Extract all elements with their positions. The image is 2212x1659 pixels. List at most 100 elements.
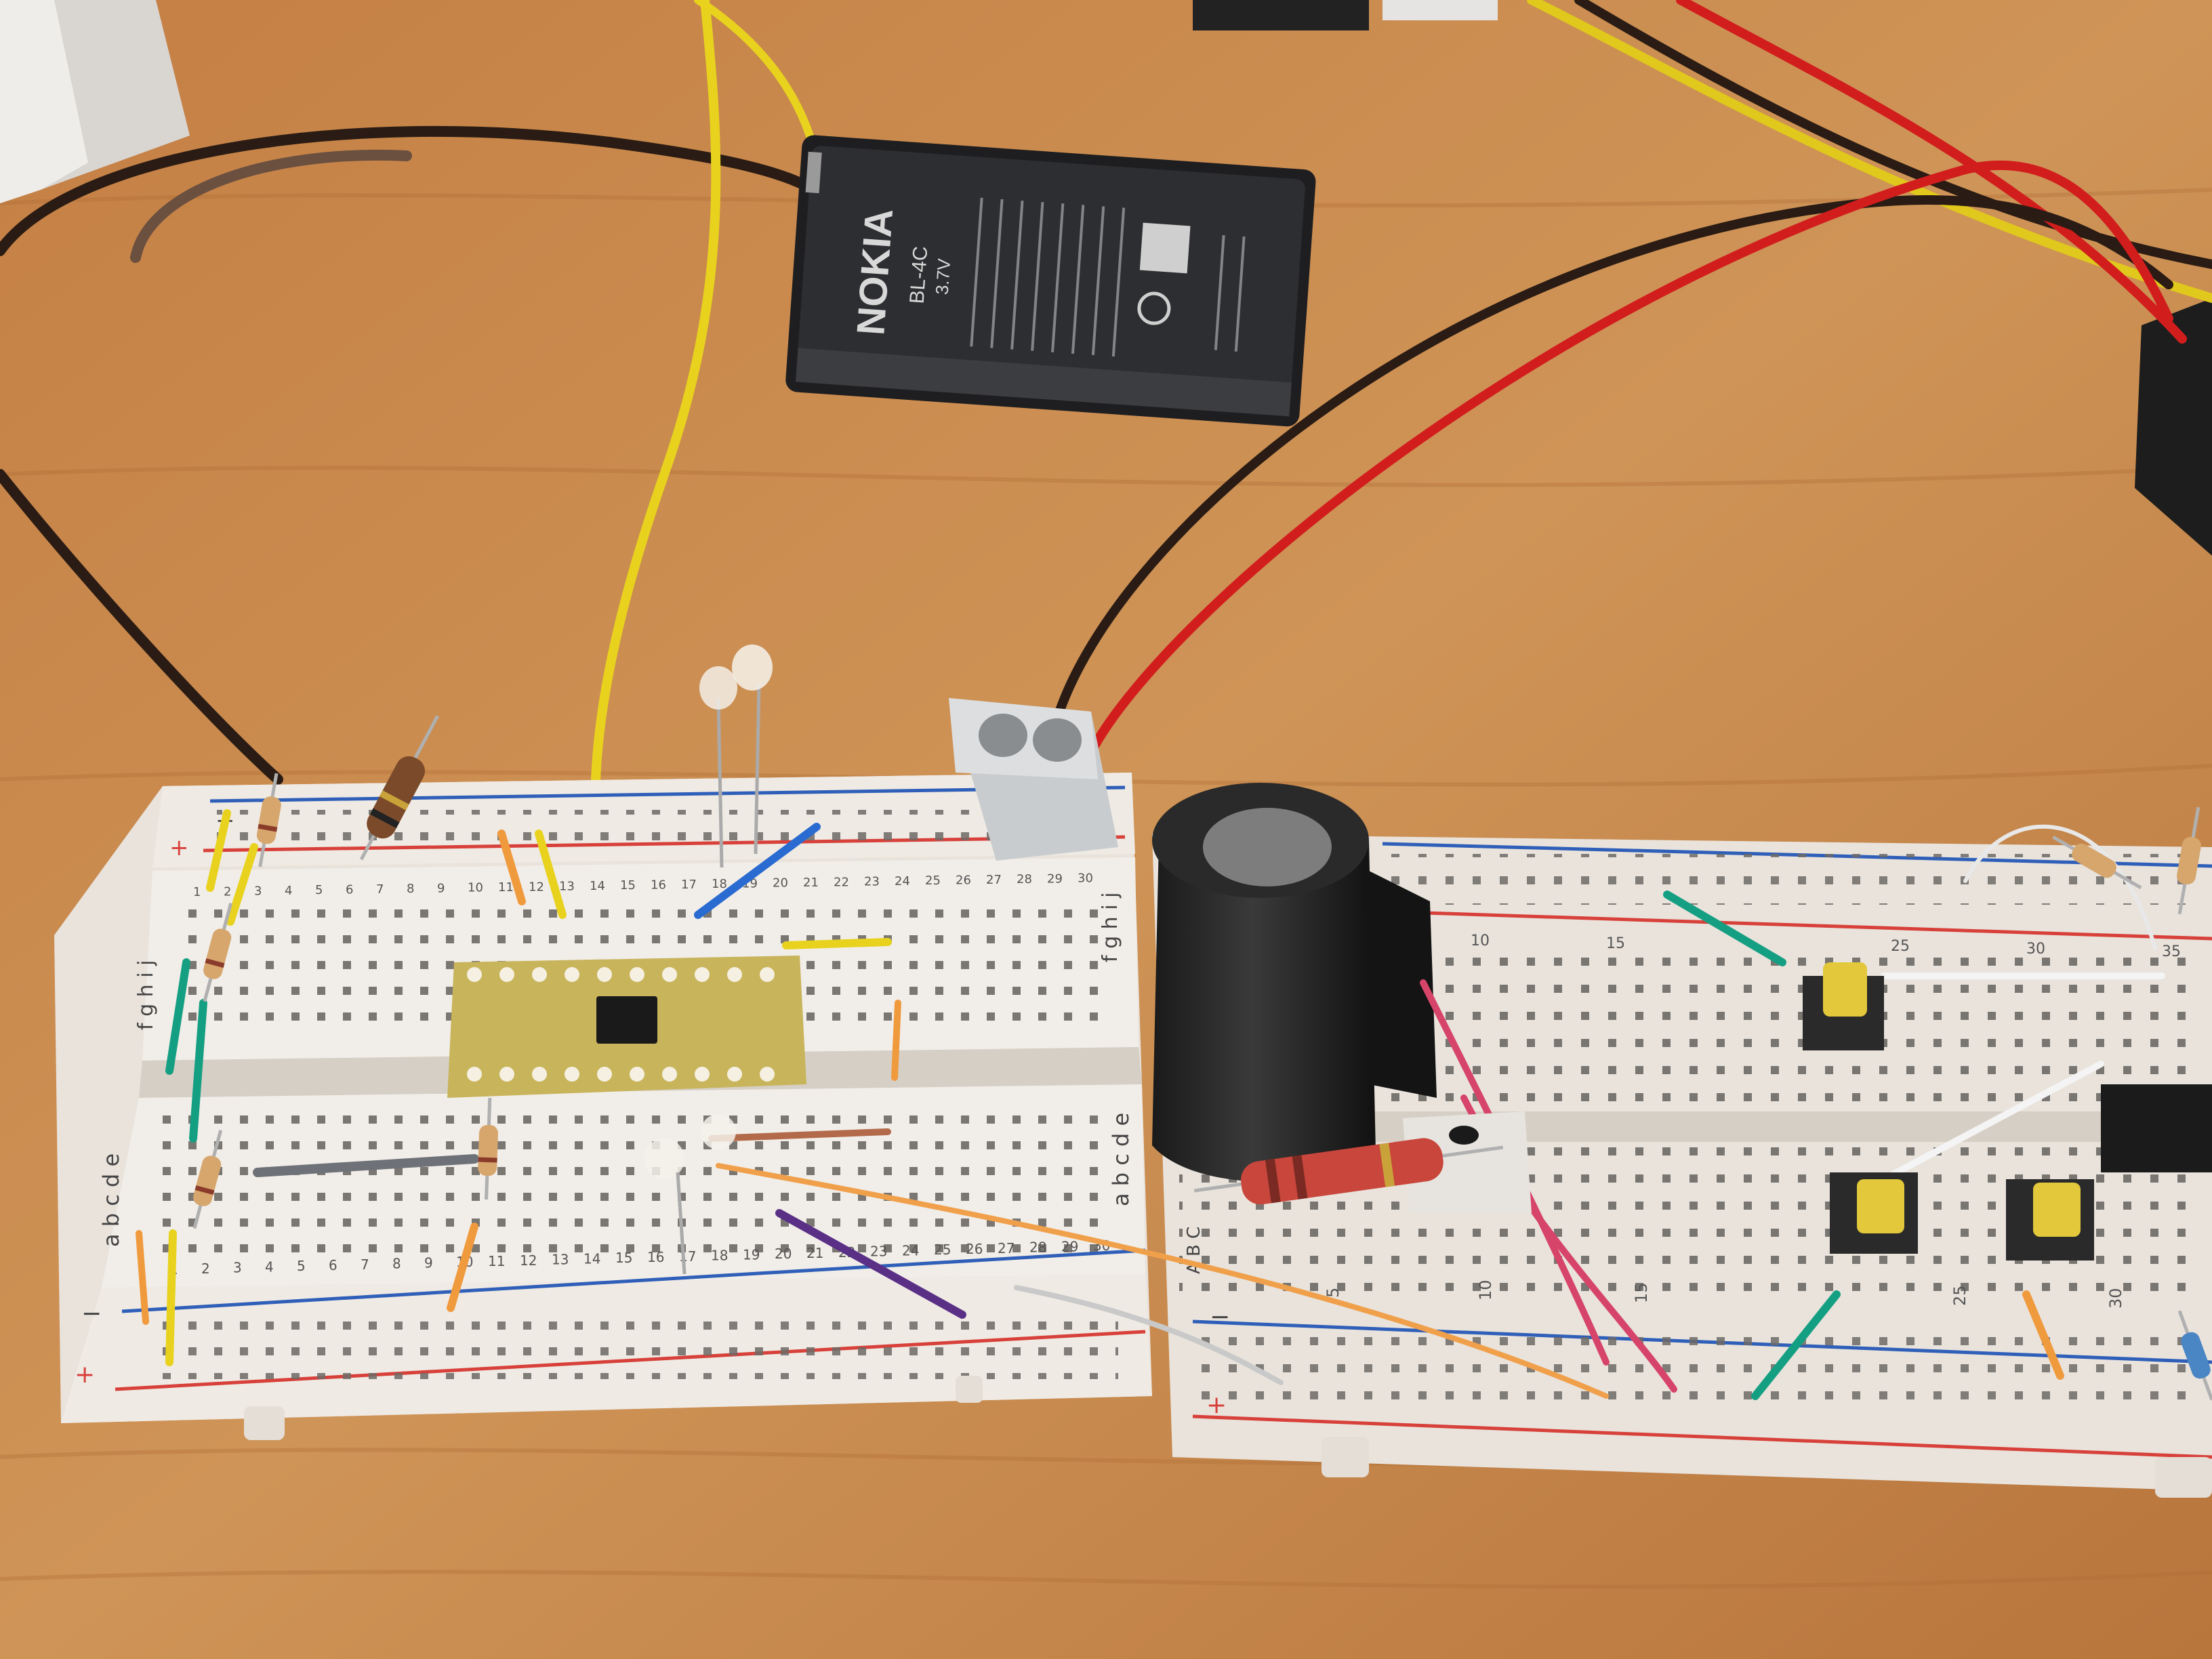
column-number: 12 xyxy=(529,880,544,894)
column-number: 13 xyxy=(552,1252,569,1268)
rail-plus-label-bottom: + xyxy=(75,1361,95,1389)
column-number: 5 xyxy=(297,1258,306,1274)
column-number: 5 xyxy=(1324,1288,1343,1298)
column-number: 27 xyxy=(986,873,1002,887)
column-number: 4 xyxy=(285,884,292,898)
black-wire-left xyxy=(0,469,283,785)
column-number: 14 xyxy=(583,1250,600,1267)
column-number: 35 xyxy=(2162,943,2181,960)
battery-voltage: 3.7V xyxy=(932,258,955,295)
column-number: 9 xyxy=(437,881,445,895)
column-number: 19 xyxy=(743,1246,760,1263)
clear-led xyxy=(644,1114,736,1275)
row-letters-top-left: f g h i j xyxy=(134,960,158,1030)
ic-chip xyxy=(596,996,657,1044)
black-cylinder-component xyxy=(1152,783,1437,1182)
column-number: 21 xyxy=(806,1245,823,1261)
resistor xyxy=(2177,806,2201,915)
pcb-pad xyxy=(630,1067,644,1082)
column-number: 15 xyxy=(615,1250,632,1266)
battery-qr-code xyxy=(1139,222,1191,274)
resistor xyxy=(2052,835,2142,890)
column-number: 17 xyxy=(681,878,697,892)
leds xyxy=(644,644,773,1275)
power-connector-top xyxy=(1193,0,1498,30)
column-number: 16 xyxy=(651,878,666,893)
pcb-pad xyxy=(662,967,677,982)
pcb-pad xyxy=(532,967,547,982)
resistor xyxy=(192,1130,223,1229)
column-number: 10 xyxy=(1476,1279,1495,1300)
column-number: 14 xyxy=(590,879,605,893)
battery-brand: NOKIA xyxy=(848,207,901,337)
column-number: 2 xyxy=(201,1261,210,1277)
column-number: 3 xyxy=(254,884,262,899)
column-number: 6 xyxy=(329,1257,337,1273)
column-number: 1 xyxy=(193,885,201,899)
resistor xyxy=(256,773,281,867)
column-number: 25 xyxy=(925,874,941,888)
pcb-pad xyxy=(695,1067,710,1082)
pcb-pad xyxy=(597,967,612,982)
column-number: 8 xyxy=(392,1256,401,1272)
column-number: 10 xyxy=(1471,933,1490,949)
pcb-pad xyxy=(760,967,775,982)
column-number: 28 xyxy=(1017,872,1032,886)
white-box-corner xyxy=(0,0,190,203)
column-number: 29 xyxy=(1061,1238,1078,1254)
ic-chip-right xyxy=(2101,1084,2212,1172)
black-wire-top-left xyxy=(0,125,819,256)
column-number: 26 xyxy=(956,874,971,888)
ssop-adapter-board xyxy=(447,956,806,1098)
column-number: 28 xyxy=(1029,1240,1046,1256)
pushbuttons xyxy=(1803,962,2094,1261)
red-wire-top-right xyxy=(1676,0,2187,344)
pcb-pad xyxy=(467,967,482,982)
column-number: 7 xyxy=(361,1256,369,1273)
column-number: 9 xyxy=(424,1254,433,1271)
breadboard-tab xyxy=(1322,1437,1369,1477)
pcb-pad xyxy=(499,967,514,982)
tactile-button xyxy=(1830,1172,1918,1254)
column-number: 7 xyxy=(376,882,384,897)
right-board-wires xyxy=(1663,824,2165,1400)
blue-resistor xyxy=(2177,1310,2212,1401)
rail-minus-label-bottom: − xyxy=(81,1300,102,1328)
brown-wire-top-left xyxy=(130,149,412,263)
terminal-screw xyxy=(1033,718,1082,762)
pcb-pad xyxy=(695,967,710,982)
resistor xyxy=(203,903,233,1002)
bottom-power-rail xyxy=(61,1248,1152,1423)
red-resistor xyxy=(1193,1138,1504,1205)
column-number: 27 xyxy=(998,1240,1015,1256)
column-number: 30 xyxy=(2026,941,2045,958)
column-number: 18 xyxy=(712,877,727,891)
column-number: 24 xyxy=(895,874,910,888)
right-rail-plus-label: + xyxy=(1206,1391,1227,1419)
battery-model: BL-4C xyxy=(906,245,933,304)
pcb-pad xyxy=(532,1067,547,1082)
pcb-pads xyxy=(467,967,775,1082)
column-number: 13 xyxy=(559,880,575,894)
column-number: 20 xyxy=(773,876,788,890)
jumper-wires-left xyxy=(136,809,1609,1399)
column-number: 24 xyxy=(902,1242,919,1258)
column-number: 11 xyxy=(488,1253,505,1269)
column-number: 29 xyxy=(1047,872,1063,886)
column-number: 15 xyxy=(1606,935,1625,952)
row-letters-bottom-left: a b c d e xyxy=(98,1153,124,1247)
column-number: 4 xyxy=(265,1258,274,1275)
column-number: 2 xyxy=(224,884,231,899)
column-number: 21 xyxy=(803,876,819,890)
column-number: 30 xyxy=(1078,872,1093,886)
tactile-button xyxy=(2006,1179,2094,1261)
breadboard-left: + − + − f g h i j f g h i j a b c d e a … xyxy=(54,773,1152,1440)
pcb-pad xyxy=(662,1067,677,1082)
column-number: 8 xyxy=(407,882,414,896)
column-number: 15 xyxy=(620,878,636,893)
screw-terminal-block xyxy=(949,698,1118,861)
column-number: 23 xyxy=(864,875,880,889)
column-number: 10 xyxy=(468,881,483,895)
